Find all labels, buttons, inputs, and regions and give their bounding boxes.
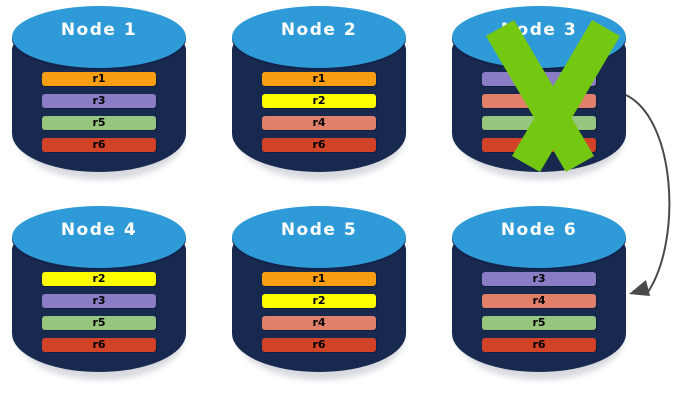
record-bar-list: r1 r2 r4 r6	[262, 72, 376, 152]
record-bar[interactable]: r3	[482, 72, 596, 86]
re-replication-arrow-head	[629, 280, 650, 296]
cylinder-top-ellipse	[232, 6, 406, 68]
record-bar[interactable]: r6	[42, 138, 156, 152]
node-title: Node 1	[60, 20, 138, 40]
record-bar-list: r1 r3 r5 r6	[42, 72, 156, 152]
node-cylinder-1[interactable]: Node 1 r1 r3 r5 r6	[12, 6, 186, 184]
record-bar[interactable]: r4	[262, 116, 376, 130]
record-bar[interactable]: r6	[482, 338, 596, 352]
node-cylinder-2[interactable]: Node 2 r1 r2 r4 r6	[232, 6, 406, 184]
node-title: Node 6	[500, 220, 578, 240]
record-bar[interactable]: r1	[262, 272, 376, 286]
record-bar-list: r2 r3 r5 r6	[42, 272, 156, 352]
record-bar-list: r1 r2 r4 r6	[262, 272, 376, 352]
node-cylinder-4[interactable]: Node 4 r2 r3 r5 r6	[12, 206, 186, 384]
record-bar[interactable]: r4	[262, 316, 376, 330]
record-bar[interactable]: r5	[482, 116, 596, 130]
node-cylinder-6[interactable]: Node 6 r3 r4 r5 r6	[452, 206, 626, 384]
record-bar[interactable]: r5	[482, 316, 596, 330]
re-replication-arrow-curve	[625, 94, 671, 293]
record-bar[interactable]: r3	[482, 272, 596, 286]
cylinder-top-ellipse	[232, 206, 406, 268]
record-bar[interactable]: r5	[42, 116, 156, 130]
record-bar[interactable]: r3	[42, 94, 156, 108]
cylinder-top-ellipse	[452, 206, 626, 268]
node-cylinder-3[interactable]: Node 3 r3 r4 r5 r6	[452, 6, 626, 184]
record-bar-list: r3 r4 r5 r6	[482, 272, 596, 352]
node-title: Node 2	[280, 20, 358, 40]
record-bar[interactable]: r2	[262, 294, 376, 308]
record-bar[interactable]: r2	[42, 272, 156, 286]
record-bar[interactable]: r1	[262, 72, 376, 86]
record-bar[interactable]: r4	[482, 294, 596, 308]
record-bar-list: r3 r4 r5 r6	[482, 72, 596, 152]
record-bar[interactable]: r3	[42, 294, 156, 308]
record-bar[interactable]: r6	[262, 338, 376, 352]
node-title: Node 3	[500, 20, 578, 40]
record-bar[interactable]: r6	[262, 138, 376, 152]
record-bar[interactable]: r1	[42, 72, 156, 86]
record-bar[interactable]: r5	[42, 316, 156, 330]
cylinder-top-ellipse	[12, 6, 186, 68]
node-title: Node 5	[280, 220, 358, 240]
node-cylinder-5[interactable]: Node 5 r1 r2 r4 r6	[232, 206, 406, 384]
node-title: Node 4	[60, 220, 138, 240]
record-bar[interactable]: r6	[482, 138, 596, 152]
record-bar[interactable]: r6	[42, 338, 156, 352]
record-bar[interactable]: r4	[482, 94, 596, 108]
cylinder-top-ellipse	[12, 206, 186, 268]
record-bar[interactable]: r2	[262, 94, 376, 108]
